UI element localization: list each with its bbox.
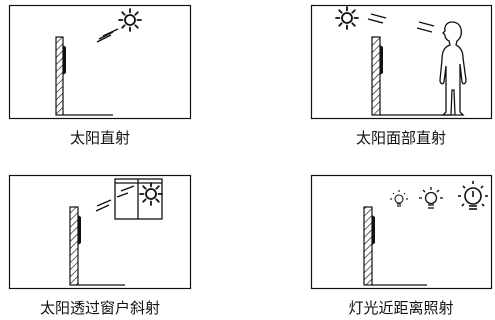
sun-rays <box>367 13 435 33</box>
window-icon <box>114 178 163 220</box>
panel-frame <box>8 174 192 290</box>
caption-direct-sun: 太阳直射 <box>69 129 131 147</box>
sun-icon <box>139 182 163 206</box>
panel-window-sun <box>8 174 192 290</box>
panel-face-sun <box>310 4 493 120</box>
panel-frame <box>310 4 493 120</box>
caption-window-sun: 太阳透过窗户斜射 <box>39 299 161 317</box>
hatched-wall-icon <box>371 36 381 116</box>
hatched-wall-icon <box>69 206 79 286</box>
panel-direct-sun <box>8 4 192 120</box>
hatched-wall-icon <box>55 36 64 116</box>
panel-lamp <box>310 174 493 290</box>
hatched-wall-icon <box>363 206 373 286</box>
panel-frame <box>8 4 192 120</box>
sun-rays <box>96 28 119 43</box>
caption-face-sun: 太阳面部直射 <box>355 129 447 147</box>
lightbulb-icon <box>419 187 443 209</box>
sun-rays <box>95 185 135 212</box>
wall-face <box>380 45 383 75</box>
wall-face <box>372 215 375 245</box>
person-silhouette-icon <box>439 21 467 116</box>
sun-icon <box>118 8 142 32</box>
lightbulb-icon <box>458 181 488 210</box>
caption-lamp: 灯光近距离照射 <box>348 299 454 317</box>
wall-face <box>63 45 66 75</box>
wall-face <box>78 215 81 245</box>
panel-frame <box>310 174 493 290</box>
sun-icon <box>335 6 359 30</box>
lightbulb-icon <box>390 190 408 207</box>
